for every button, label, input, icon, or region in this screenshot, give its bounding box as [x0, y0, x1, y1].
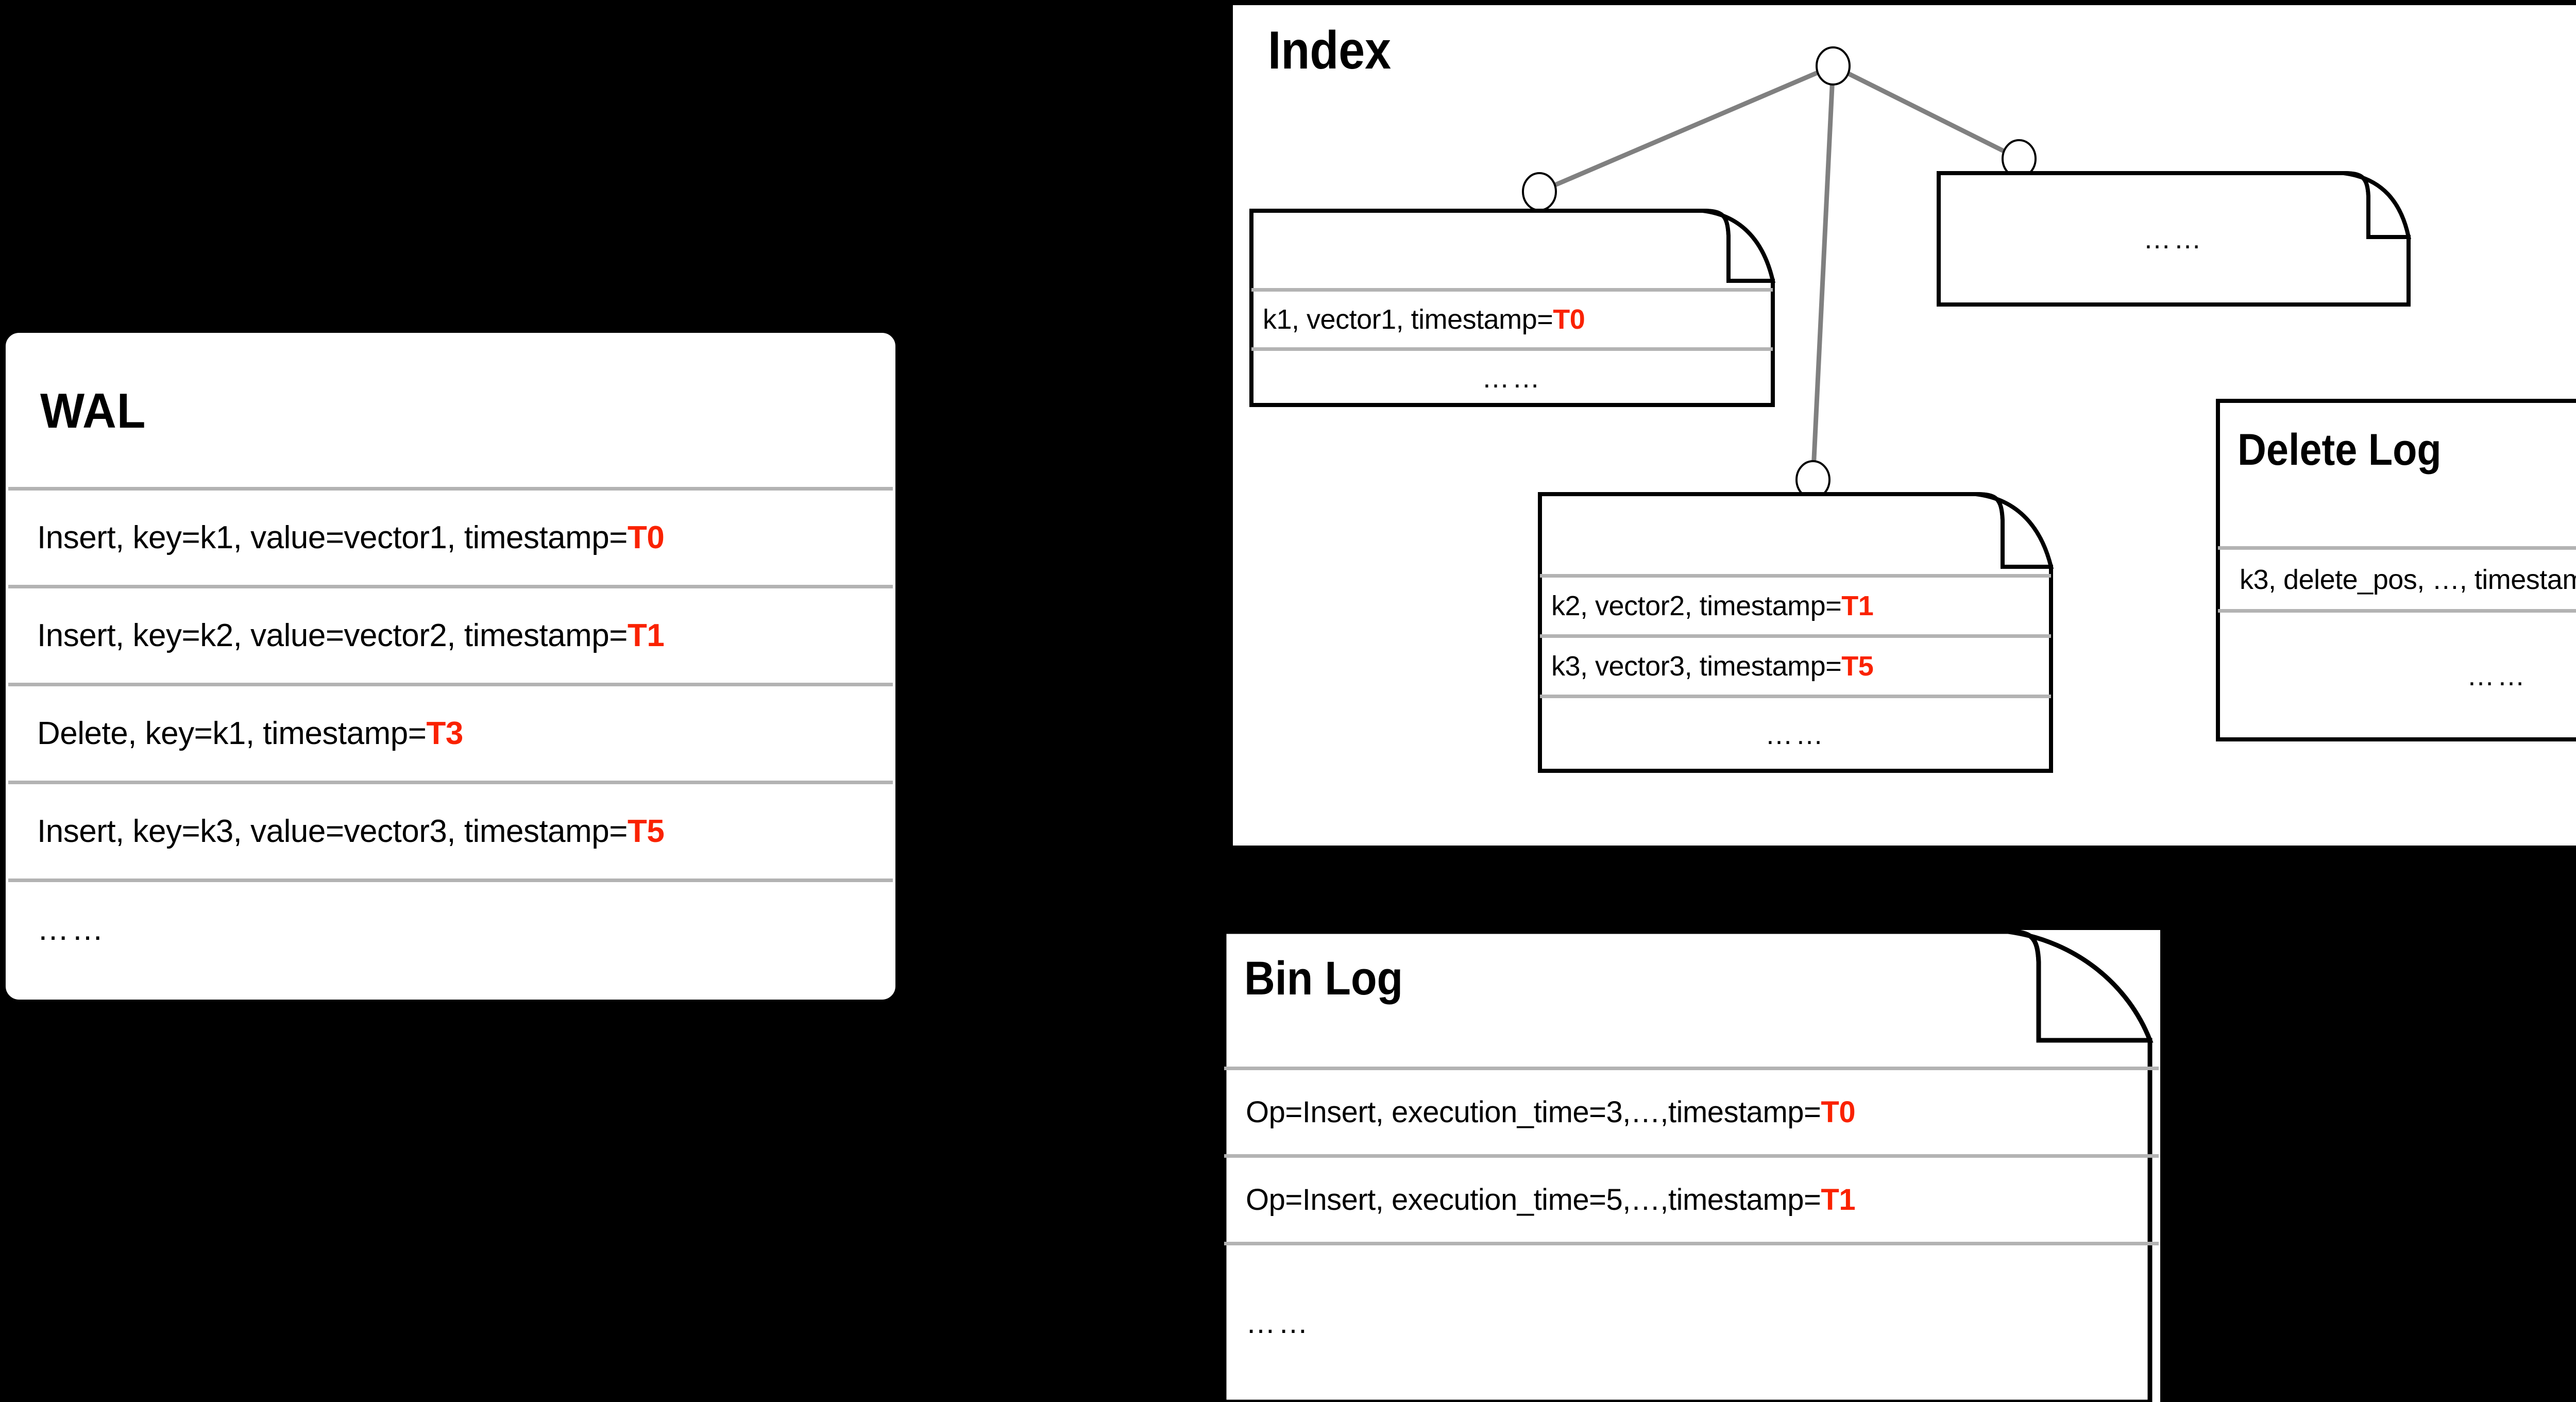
card-fold	[1975, 492, 2054, 569]
index-title: Index	[1268, 21, 1392, 80]
bin-log-row: Op=Insert, execution_time=5,…,timestamp=…	[1224, 1154, 2159, 1242]
bin-log-outline	[1222, 929, 2154, 1402]
delete-log-card: Delete Log k3, delete_pos, …, timestamp=…	[2216, 399, 2576, 741]
card-shape	[2216, 399, 2576, 741]
card-fold	[2343, 171, 2411, 239]
index-panel: Index k1, vector1, timestamp=T0 ……	[1233, 5, 2576, 846]
index-card-row: k3, vector3, timestamp=T5	[1540, 634, 2051, 695]
bin-log-row: Op=Insert, execution_time=3,…,timestamp=…	[1224, 1067, 2159, 1154]
delete-log-row-ellipsis: ……	[2218, 609, 2576, 739]
wal-row-timestamp: T3	[426, 716, 463, 751]
wal-ellipsis-text: ……	[37, 911, 106, 947]
bin-log-title: Bin Log	[1244, 952, 1403, 1005]
bin-log-card: Bin Log Op=Insert, execution_time=3,…,ti…	[1222, 929, 2160, 1402]
bin-log-row-ellipsis: ……	[1224, 1242, 2159, 1400]
index-card-k1-outline	[1249, 209, 1776, 407]
wal-panel: WAL Insert, key=k1, value=vector1, times…	[6, 333, 895, 1000]
wal-row: Insert, key=k1, value=vector1, timestamp…	[8, 487, 893, 585]
tree-edge-root-right	[1832, 63, 2021, 161]
delete-log-ellipsis-text: ……	[2467, 661, 2528, 691]
index-card-k2-k3-outline	[1538, 492, 2054, 773]
index-card-row-timestamp: T5	[1841, 651, 1874, 682]
wal-title-row: WAL	[8, 335, 893, 487]
bin-log-row-timestamp: T0	[1821, 1095, 1856, 1129]
delete-log-title: Delete Log	[2238, 425, 2442, 475]
tree-node-root	[1816, 46, 1851, 86]
wal-row-ellipsis: ……	[8, 879, 893, 976]
index-card-row: k1, vector1, timestamp=T0	[1251, 288, 1773, 347]
index-card-row-timestamp: T0	[1553, 304, 1585, 335]
delete-log-outline	[2216, 399, 2576, 741]
bin-log-row-text: Op=Insert, execution_time=3,…,timestamp=	[1246, 1095, 1821, 1129]
index-card-row-ellipsis: ……	[1540, 695, 2051, 771]
wal-row: Delete, key=k1, timestamp=T3	[8, 683, 893, 781]
index-card-row-text: k1, vector1, timestamp=	[1263, 304, 1553, 335]
index-card-right-outline	[1937, 171, 2411, 307]
wal-row-text: Insert, key=k2, value=vector2, timestamp…	[37, 618, 628, 653]
card-fold	[2008, 929, 2154, 1043]
index-card-row-text: k2, vector2, timestamp=	[1551, 590, 1842, 621]
tree-edge-root-down	[1810, 65, 1836, 480]
bin-log-row-text: Op=Insert, execution_time=5,…,timestamp=	[1246, 1183, 1821, 1217]
wal-row: Insert, key=k2, value=vector2, timestamp…	[8, 585, 893, 683]
wal-row-text: Insert, key=k3, value=vector3, timestamp…	[37, 814, 628, 849]
delete-log-row: k3, delete_pos, …, timestamp=T3	[2218, 546, 2576, 609]
index-card-ellipsis-text: ……	[1482, 362, 1543, 394]
index-card-row-text: k3, vector3, timestamp=	[1551, 651, 1842, 682]
wal-title: WAL	[40, 383, 146, 438]
wal-row: Insert, key=k3, value=vector3, timestamp…	[8, 781, 893, 879]
index-card-k2-k3: k2, vector2, timestamp=T1 k3, vector3, t…	[1538, 492, 2054, 773]
index-card-row-ellipsis: ……	[1251, 347, 1773, 405]
wal-row-timestamp: T1	[628, 618, 665, 653]
wal-row-text: Delete, key=k1, timestamp=	[37, 716, 427, 751]
wal-row-timestamp: T5	[628, 814, 665, 849]
wal-row-text: Insert, key=k1, value=vector1, timestamp…	[37, 520, 628, 555]
tree-node-left	[1522, 172, 1557, 211]
index-card-row: k2, vector2, timestamp=T1	[1540, 574, 2051, 634]
index-card-right-ellipsis-text: ……	[2143, 223, 2204, 255]
bin-log-row-timestamp: T1	[1821, 1183, 1856, 1217]
bin-log-ellipsis-text: ……	[1246, 1306, 1311, 1340]
card-fold	[1702, 209, 1776, 283]
index-card-right: ……	[1937, 171, 2411, 307]
index-card-row-timestamp: T1	[1841, 590, 1874, 621]
delete-log-row-text: k3, delete_pos, …, timestamp=	[2240, 564, 2576, 595]
tree-edge-root-left	[1538, 63, 1834, 194]
wal-row-timestamp: T0	[628, 520, 665, 555]
index-card-ellipsis-text: ……	[1765, 719, 1826, 750]
index-card-k1: k1, vector1, timestamp=T0 ……	[1249, 209, 1776, 407]
